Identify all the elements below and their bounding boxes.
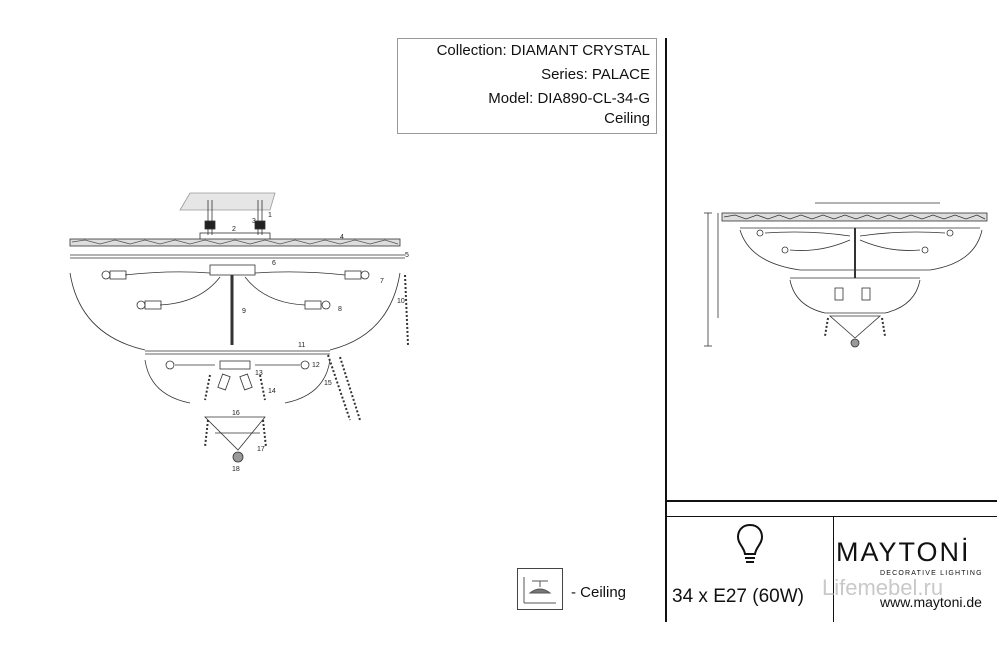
frame-divider-horizontal-inner <box>665 516 997 517</box>
callout-1: 1 <box>268 212 272 219</box>
side-crystal-cone <box>824 315 886 348</box>
brand-logo: MAYTONİ <box>836 537 971 567</box>
ceiling-mount-icon <box>517 568 563 610</box>
upper-arms <box>101 270 370 310</box>
callout-13: 13 <box>255 370 263 377</box>
frame-divider-vertical <box>665 38 667 622</box>
mount-legend-label: - Ceiling <box>571 584 627 601</box>
callout-12: 12 <box>312 362 320 369</box>
ceiling-hatch <box>179 192 276 211</box>
side-lower-bowl <box>789 277 921 314</box>
side-upper-bowl <box>739 228 983 278</box>
side-top-band <box>721 212 988 229</box>
top-crystal-band <box>69 238 405 259</box>
series-label: Series: PALACE <box>541 66 650 83</box>
callout-17: 17 <box>257 446 265 453</box>
callout-labels: 1 2 3 4 5 6 7 8 9 10 11 12 13 14 15 16 1… <box>232 212 409 473</box>
collection-label: Collection: DIAMANT CRYSTAL <box>436 42 650 59</box>
lamp-spec: 34 x E27 (60W) <box>672 586 804 607</box>
callout-14: 14 <box>268 388 276 395</box>
lower-bowl <box>144 350 331 404</box>
callout-15: 15 <box>324 380 332 387</box>
website-link[interactable]: www.maytoni.de <box>880 594 982 610</box>
brand-tagline: DECORATIVE LIGHTING <box>880 570 983 577</box>
info-box: Collection: DIAMANT CRYSTAL Series: PALA… <box>397 38 657 134</box>
dimensioned-side-view <box>704 202 988 348</box>
callout-4: 4 <box>340 234 344 241</box>
dimension-lines <box>704 202 940 347</box>
model-label: Model: DIA890-CL-34-G <box>488 90 650 107</box>
callout-7: 7 <box>380 278 384 285</box>
callout-18: 18 <box>232 466 240 473</box>
crystal-strings <box>204 274 409 421</box>
mount-type-label: Ceiling <box>604 110 650 127</box>
callout-9: 9 <box>242 308 246 315</box>
exploded-assembly-drawing: 1 2 3 4 5 6 7 8 9 10 11 12 13 14 15 16 1… <box>69 192 409 473</box>
frame-divider-footer <box>833 516 834 622</box>
callout-6: 6 <box>272 260 276 267</box>
light-bulb-icon <box>735 522 765 566</box>
bottom-crystal-cone <box>204 416 267 463</box>
callout-16: 16 <box>232 410 240 417</box>
watermark: Lifemebel.ru <box>822 575 944 600</box>
callout-3: 3 <box>252 218 256 225</box>
callout-10: 10 <box>397 298 405 305</box>
callout-5: 5 <box>405 252 409 259</box>
upper-glass-bowl <box>69 264 401 351</box>
callout-11: 11 <box>298 342 305 349</box>
frame-divider-horizontal <box>665 500 997 502</box>
callout-2: 2 <box>232 226 236 233</box>
callout-8: 8 <box>338 306 342 313</box>
